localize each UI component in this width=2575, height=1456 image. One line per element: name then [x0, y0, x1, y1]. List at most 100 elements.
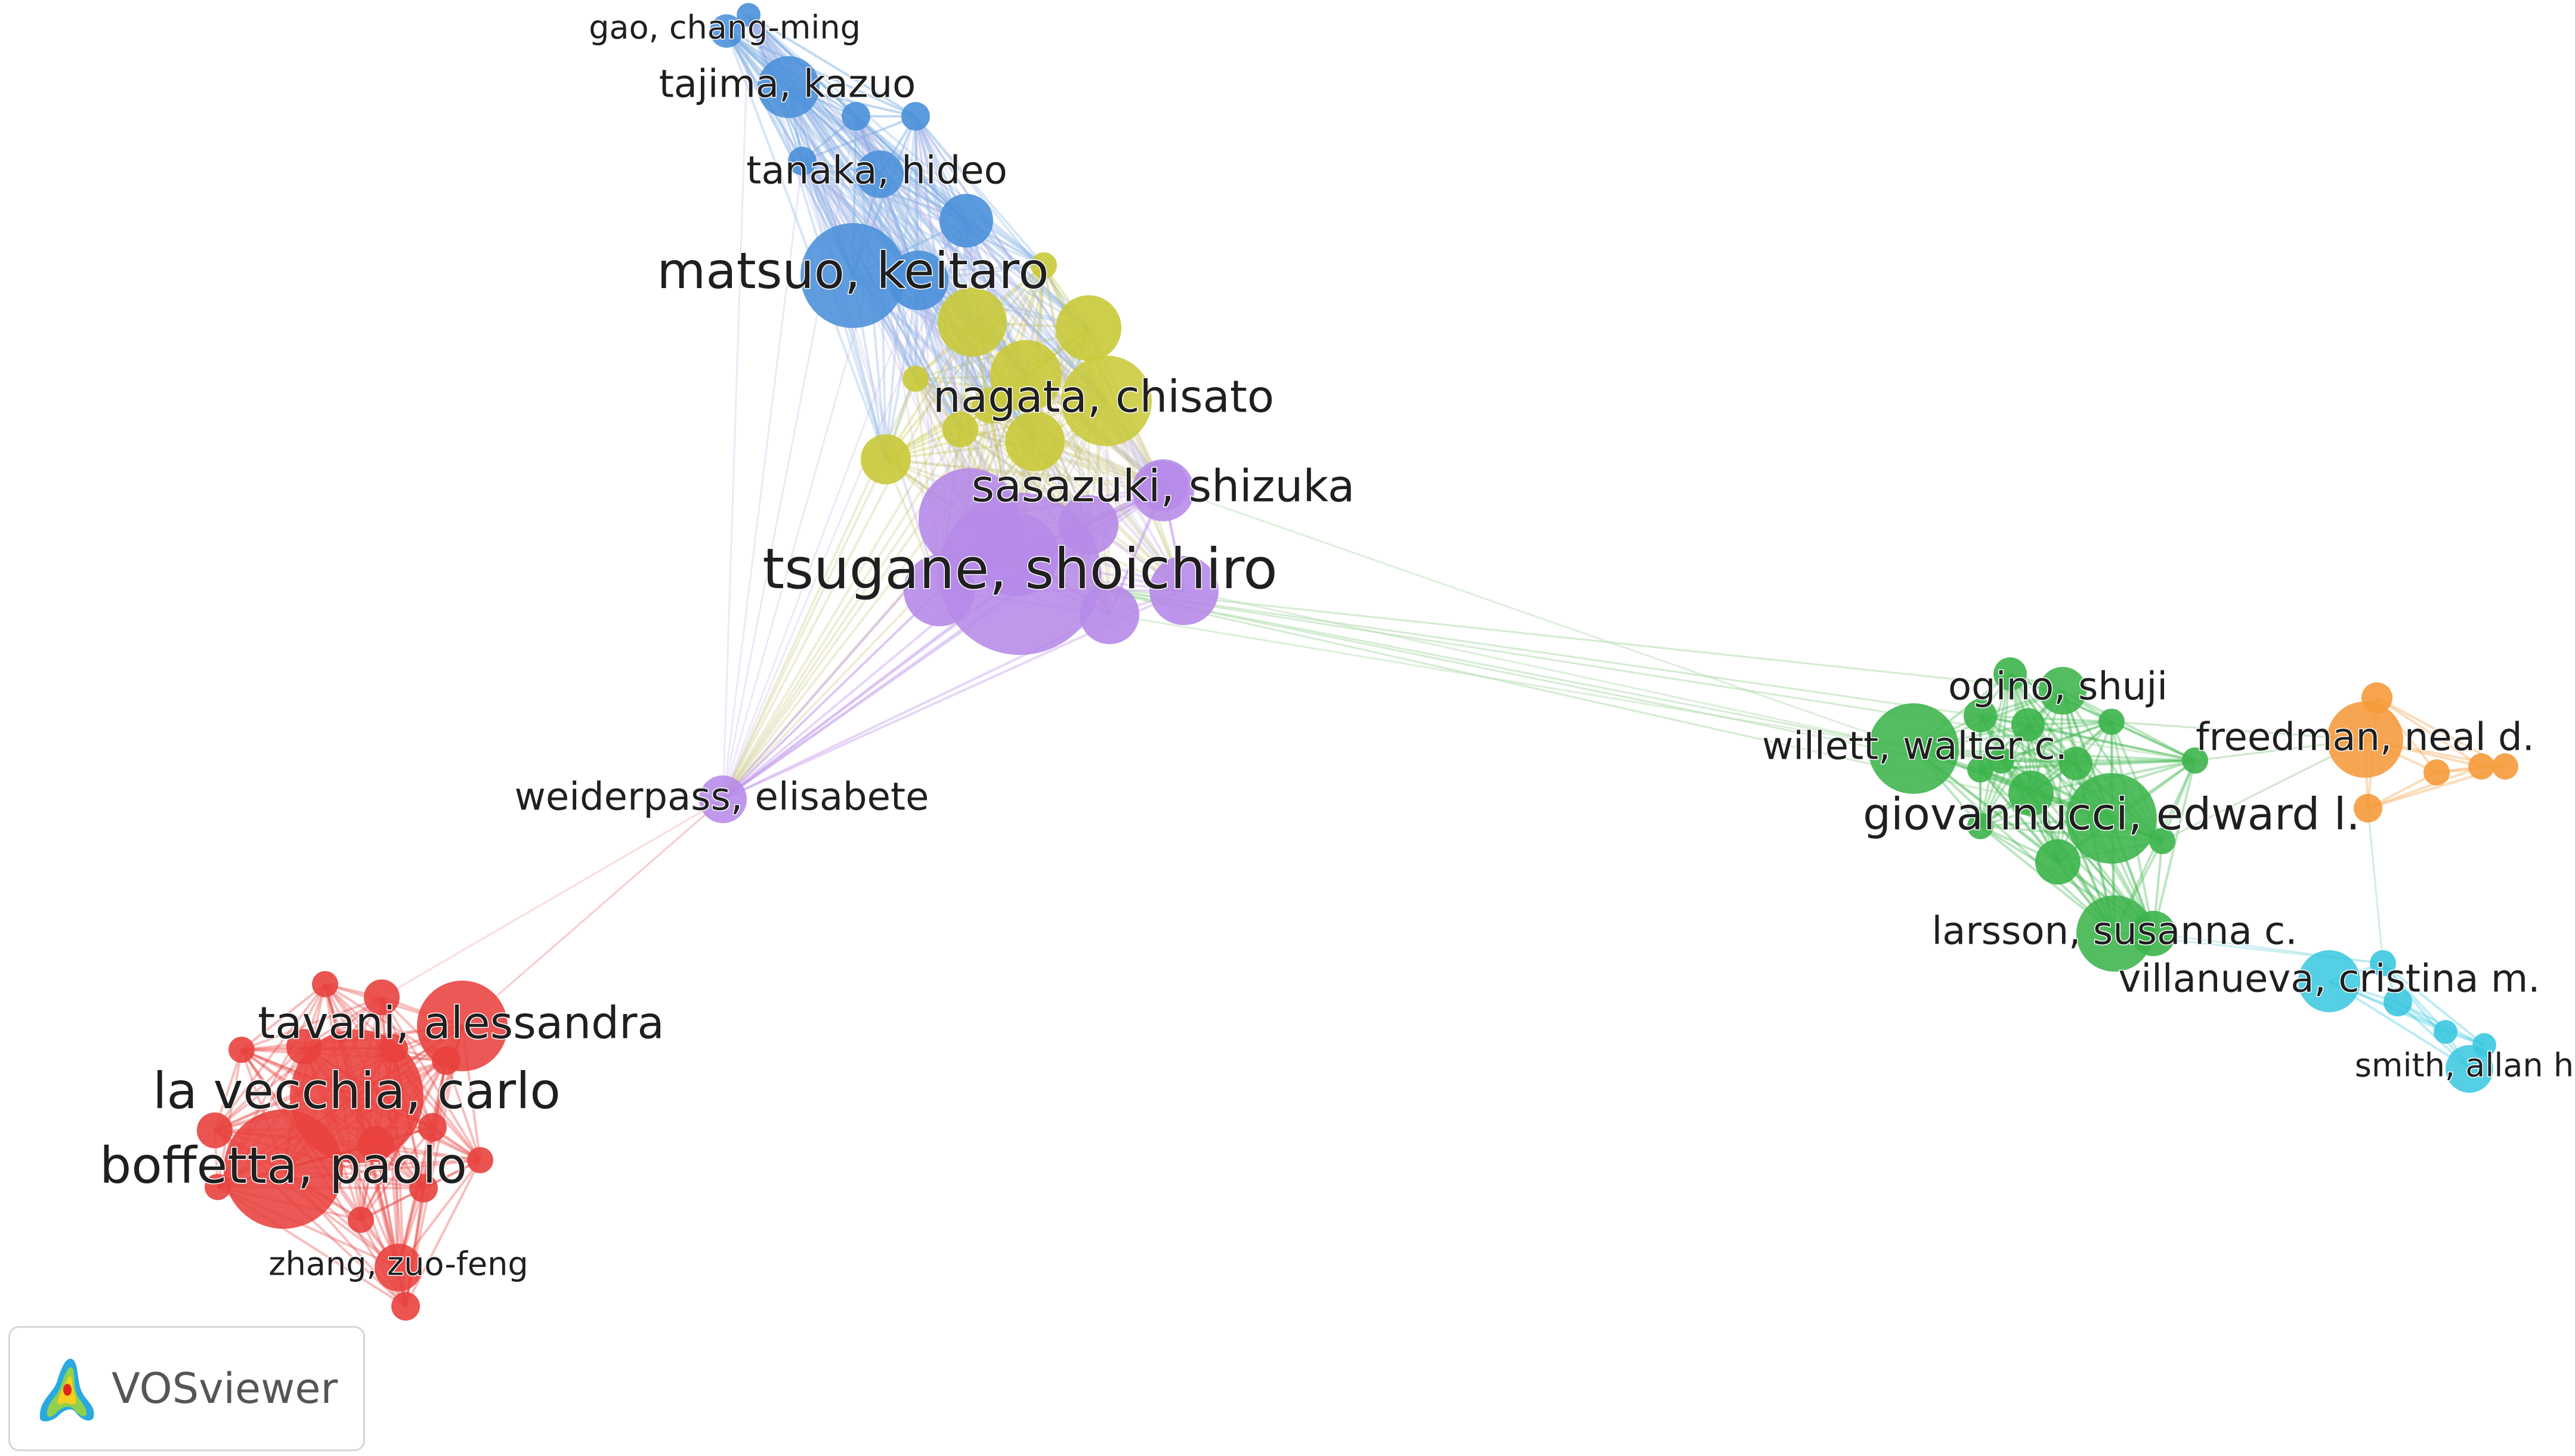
network-node[interactable] [312, 971, 338, 997]
network-node[interactable] [990, 340, 1062, 412]
node-matsuo[interactable] [800, 223, 905, 328]
network-node[interactable] [942, 412, 978, 447]
unlabeled-nodes [197, 3, 2518, 1321]
node-sasazuki[interactable] [1132, 459, 1194, 521]
node-larsson[interactable] [2076, 895, 2153, 972]
node-label-matsuo[interactable]: matsuo, keitaro [656, 240, 1050, 301]
node-nagata[interactable] [1061, 356, 1152, 446]
network-node[interactable] [348, 1207, 374, 1233]
node-tavani[interactable] [417, 981, 508, 1071]
network-link [2367, 808, 2384, 964]
network-link [1079, 585, 1981, 771]
network-node[interactable] [228, 1037, 255, 1063]
node-label-smith[interactable]: smith, allan h. [2354, 1046, 2575, 1085]
network-node[interactable] [1149, 556, 1219, 625]
network-node[interactable] [2182, 747, 2208, 774]
network-link [1025, 375, 1185, 592]
node-smith[interactable] [2446, 1045, 2493, 1093]
network-link [2382, 962, 2447, 1033]
network-node[interactable] [1967, 813, 1993, 839]
network-link [217, 1049, 243, 1188]
network-node[interactable] [2098, 709, 2125, 735]
network-node[interactable] [939, 194, 993, 248]
node-label-gao[interactable]: gao, chang-ming [588, 8, 862, 47]
network-link [381, 996, 481, 1161]
network-link [240, 983, 326, 1051]
node-weiderpass[interactable] [699, 775, 747, 823]
network-node[interactable] [1993, 657, 2027, 691]
network-node[interactable] [1005, 412, 1065, 471]
network-node[interactable] [2011, 708, 2045, 741]
network-link [722, 322, 973, 800]
network-node[interactable] [418, 1113, 447, 1142]
network-link [722, 459, 887, 800]
node-label-tajima[interactable]: tajima, kazuo [658, 61, 917, 107]
node-willett[interactable] [1868, 703, 1959, 794]
node-label-nagata[interactable]: nagata, chisato [932, 370, 1275, 423]
node-label-ogino[interactable]: ogino, shuji [1948, 664, 2169, 710]
network-node[interactable] [467, 1147, 493, 1173]
network-node[interactable] [842, 102, 870, 131]
network-link [726, 30, 916, 118]
network-node[interactable] [1964, 699, 1997, 732]
network-node[interactable] [2035, 839, 2081, 885]
network-node[interactable] [2149, 828, 2175, 854]
node-ogino[interactable] [2039, 667, 2086, 715]
node-label-weiderpass[interactable]: weiderpass, elisabete [514, 774, 930, 820]
network-node[interactable] [1031, 252, 1057, 279]
network-node[interactable] [2384, 988, 2412, 1016]
node-giovannucci[interactable] [2066, 773, 2157, 864]
network-node[interactable] [391, 1292, 420, 1321]
node-label-willett[interactable]: willett, walter c. [1761, 724, 2069, 769]
node-label-villanueva[interactable]: villanueva, cristina m. [2118, 956, 2541, 1002]
network-node[interactable] [788, 147, 817, 175]
node-label-sasazuki[interactable]: sasazuki, shizuka [970, 460, 1356, 513]
network-link [885, 280, 920, 460]
network-node[interactable] [1056, 295, 1121, 361]
network-node[interactable] [2370, 950, 2396, 976]
network-link [1980, 715, 2112, 723]
network-node[interactable] [1988, 747, 2014, 774]
network-node[interactable] [2354, 794, 2382, 823]
node-label-zhang[interactable]: zhang, zuo-feng [268, 1244, 529, 1284]
node-label-boffetta[interactable]: boffetta, paolo [99, 1135, 468, 1195]
node-zhang[interactable] [375, 1244, 422, 1291]
network-node[interactable] [2008, 771, 2054, 816]
node-label-tavani[interactable]: tavani, alessandra [257, 997, 666, 1050]
network-node[interactable] [1967, 756, 1993, 783]
network-node[interactable] [2492, 753, 2518, 780]
node-tsugane[interactable] [939, 493, 1101, 655]
node-tajima[interactable] [758, 56, 820, 118]
network-link [2001, 721, 2112, 762]
network-link [722, 116, 917, 800]
node-label-freedman[interactable]: freedman, neal d. [2195, 715, 2536, 761]
network-link [722, 14, 750, 800]
network-node[interactable] [205, 1174, 231, 1200]
node-label-lavecchia[interactable]: la vecchia, carlo [152, 1061, 562, 1121]
network-node[interactable] [2468, 753, 2494, 780]
node-label-tanaka[interactable]: tanaka, hideo [746, 148, 1008, 194]
network-node[interactable] [901, 102, 930, 131]
node-label-tsugane[interactable]: tsugane, shoichiro [762, 536, 1279, 602]
network-node[interactable] [364, 979, 400, 1015]
network-node[interactable] [2434, 1020, 2457, 1044]
node-label-giovannucci[interactable]: giovannucci, edward l. [1862, 788, 2361, 841]
network-node[interactable] [902, 366, 929, 392]
network-node[interactable] [197, 1112, 233, 1148]
network-node[interactable] [2059, 747, 2092, 780]
network-node[interactable] [938, 288, 1007, 357]
network-link [2161, 760, 2196, 842]
node-label-larsson[interactable]: larsson, susanna c. [1931, 908, 2298, 954]
network-node[interactable] [861, 434, 911, 484]
network-node[interactable] [737, 3, 761, 27]
network-node[interactable] [2423, 759, 2450, 786]
network-node[interactable] [409, 1174, 438, 1202]
node-freedman[interactable] [2327, 701, 2403, 778]
network-link [1979, 690, 2064, 827]
node-boffetta[interactable] [224, 1109, 343, 1229]
node-tanaka[interactable] [856, 150, 904, 198]
node-gao[interactable] [710, 14, 743, 48]
network-node[interactable] [972, 388, 1008, 423]
node-villanueva[interactable] [2298, 950, 2360, 1012]
